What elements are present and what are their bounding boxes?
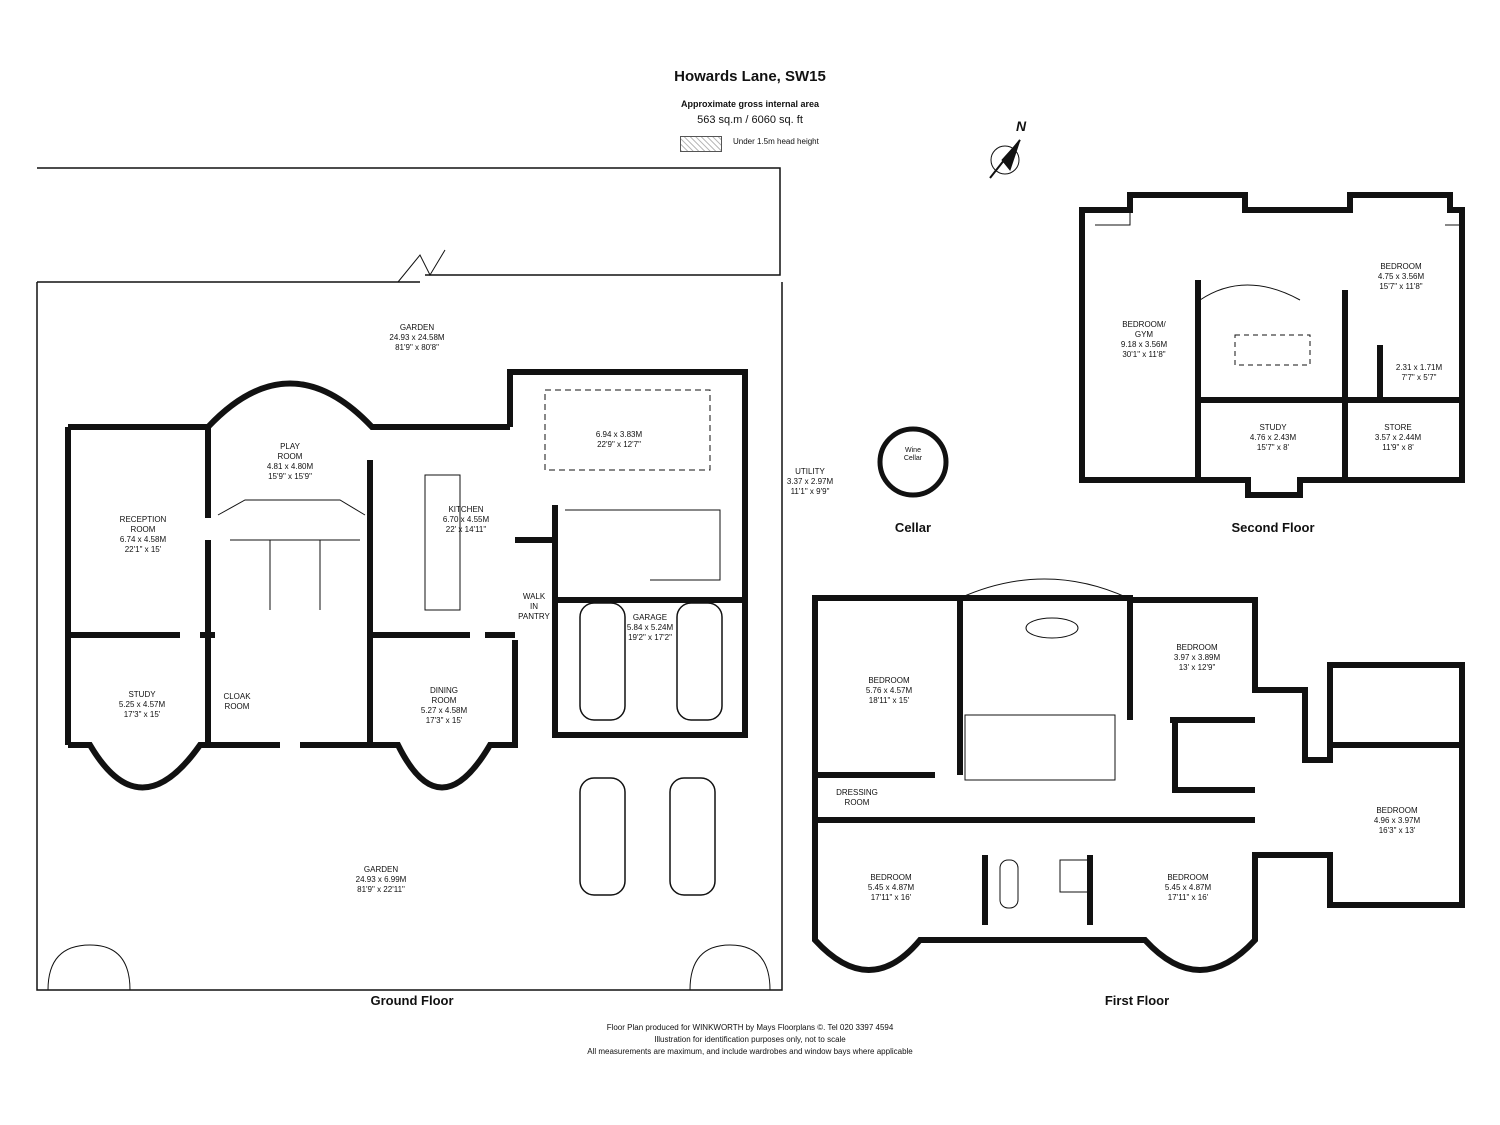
cellar-circle bbox=[877, 426, 949, 498]
ground-floor-walls bbox=[65, 369, 748, 791]
footer-credit: Floor Plan produced for WINKWORTH by May… bbox=[606, 1023, 894, 1032]
hatch-legend-swatch bbox=[680, 136, 722, 152]
floor-label-cellar: Cellar bbox=[894, 520, 932, 535]
garden-boundary bbox=[36, 282, 783, 991]
area-label: Approximate gross internal area bbox=[680, 99, 820, 109]
hatch-legend-label: Under 1.5m head height bbox=[733, 137, 819, 146]
floor-label-ground: Ground Floor bbox=[370, 993, 454, 1008]
area-value: 563 sq.m / 6060 sq. ft bbox=[697, 114, 803, 126]
first-floor-details bbox=[959, 578, 1129, 909]
floor-label-second: Second Floor bbox=[1231, 520, 1315, 535]
ground-floor-details bbox=[217, 389, 721, 611]
compass-north-label: N bbox=[1016, 118, 1027, 134]
garden-boundary-rear bbox=[37, 167, 781, 283]
first-floor-walls bbox=[812, 595, 1465, 973]
car-icons bbox=[579, 602, 723, 896]
second-floor-details bbox=[1095, 210, 1462, 366]
compass-circle bbox=[990, 145, 1020, 175]
footer-measurements-note: All measurements are maximum, and includ… bbox=[587, 1047, 913, 1056]
plan-title: Howards Lane, SW15 bbox=[674, 68, 826, 85]
footer-disclaimer: Illustration for identification purposes… bbox=[654, 1035, 846, 1044]
floor-label-first: First Floor bbox=[1104, 993, 1170, 1008]
second-floor-walls bbox=[1079, 192, 1465, 498]
